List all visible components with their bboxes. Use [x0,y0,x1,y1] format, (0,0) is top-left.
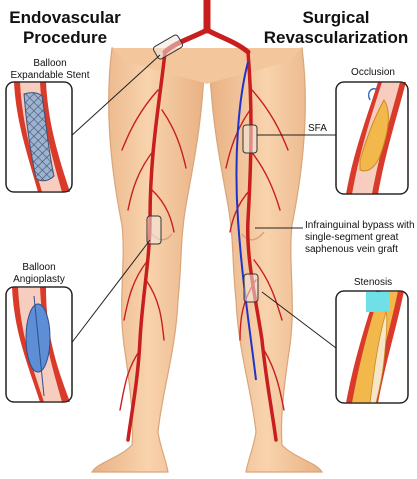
label-bypass-line2: single-segment great [305,232,399,243]
label-balloon-angioplasty: Balloon Angioplasty [2,262,76,286]
stent-marker [152,34,184,60]
sfa-marker [242,124,258,154]
title-surgical-line2: Revascularization [263,28,409,47]
saphenous-vein-graft [235,61,257,381]
artery-tree [119,0,289,442]
title-endovascular: Endovascular Procedure [0,8,130,48]
label-bypass: Infrainguinal bypass with single-segment… [305,220,417,256]
stenosis-fluid [366,292,390,312]
inset-stent [5,81,73,193]
label-bypass-line1: Infrainguinal bypass with [305,220,415,231]
label-angio-line2: Angioplasty [13,274,65,285]
right-femoral-artery [245,50,278,442]
label-balloon-expandable-stent: Balloon Expandable Stent [0,58,100,82]
label-stent-line2: Expandable Stent [10,70,90,81]
inset-angioplasty [5,286,73,403]
occlusion-plaque [359,99,389,172]
right-leg [209,47,324,473]
leader-lines [69,54,337,349]
angioplasty-marker [146,215,162,245]
stent-mesh [23,92,55,182]
stenosis-marker [243,273,259,303]
title-endovascular-line2: Procedure [22,28,108,47]
title-surgical-line1: Surgical [302,8,370,27]
title-endovascular-line1: Endovascular [9,8,121,27]
inset-stenosis [335,290,409,404]
right-iliac-artery [204,27,251,55]
label-occlusion: Occlusion [351,67,395,78]
title-surgical: Surgical Revascularization [255,8,417,48]
label-angio-line1: Balloon [22,262,56,273]
label-bypass-line3: saphenous vein graft [305,244,398,255]
inset-occlusion [335,81,409,195]
label-stent-line1: Balloon [33,58,67,69]
markers [146,34,259,303]
stenosis-lumen [369,310,388,404]
label-sfa: SFA [308,123,327,134]
left-femoral-artery [126,50,167,442]
label-stenosis: Stenosis [353,277,393,288]
legs [90,47,324,473]
